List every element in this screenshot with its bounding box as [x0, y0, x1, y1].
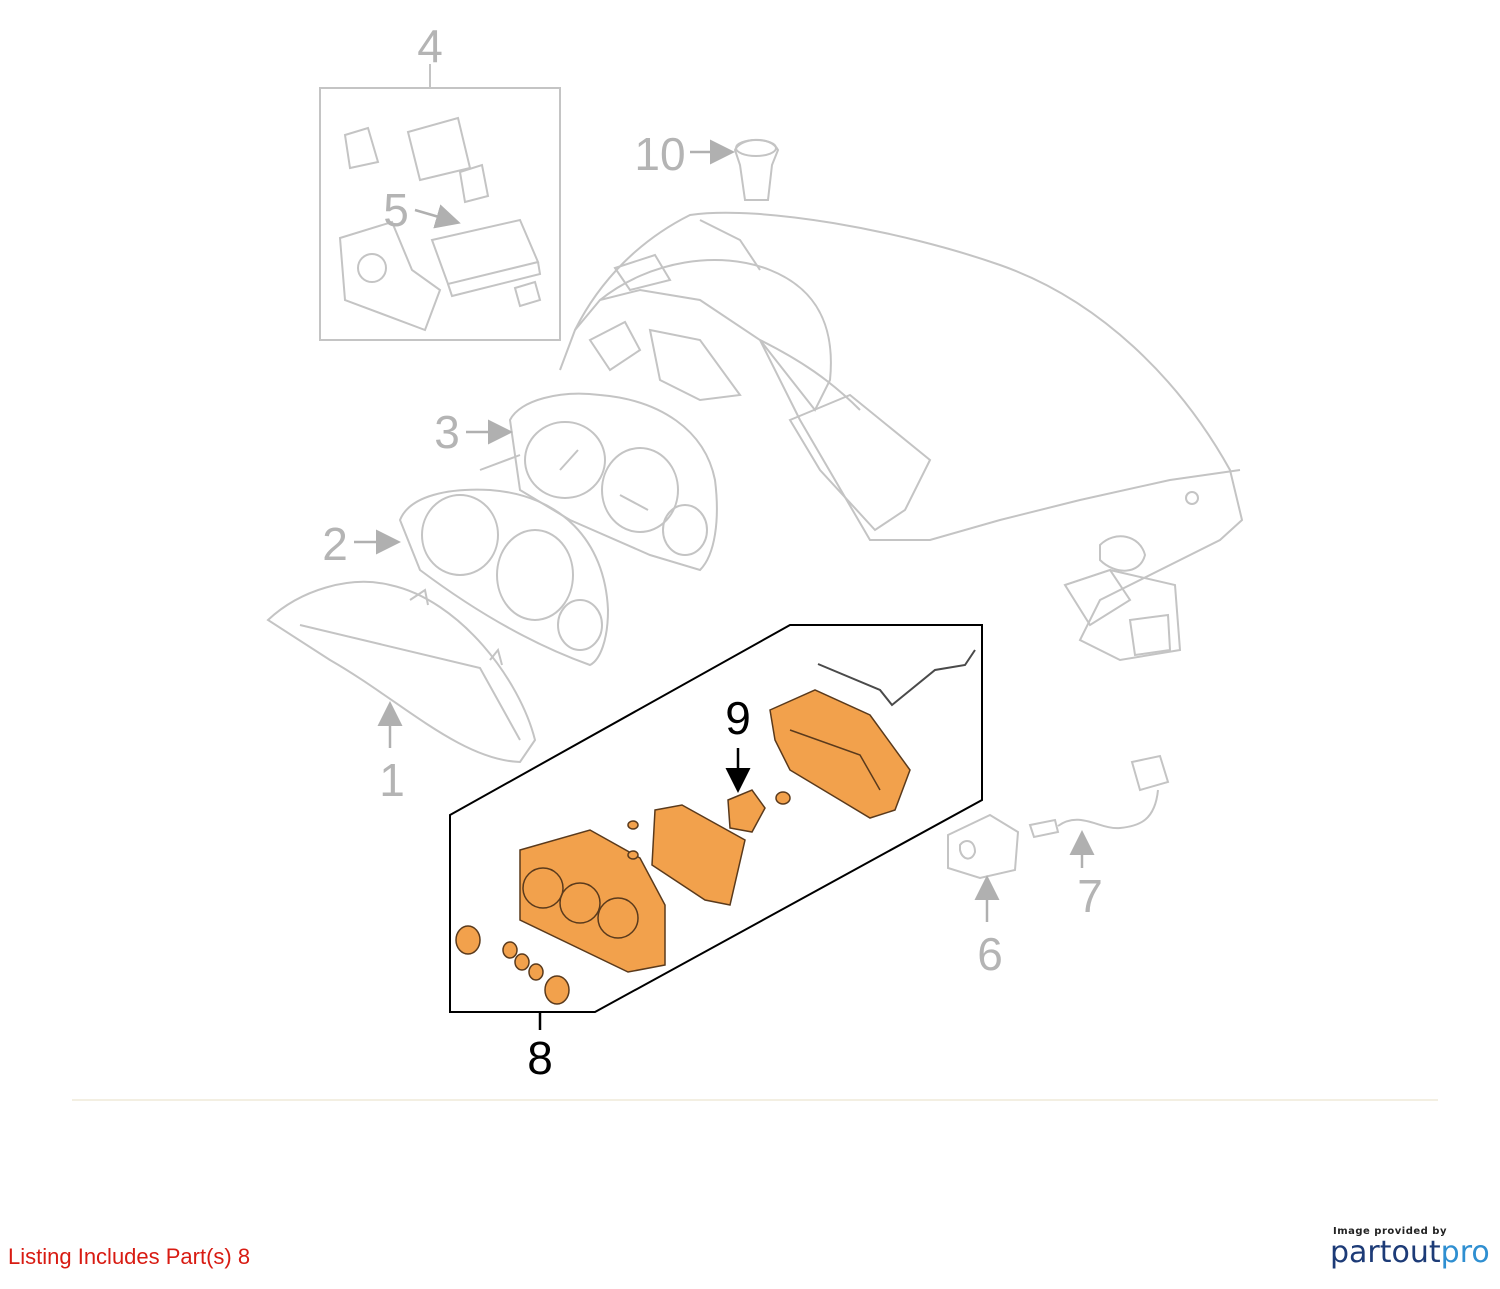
switch-group-box-part-4 [319, 64, 561, 341]
callout-8: 8 [527, 1032, 553, 1084]
cluster-lens-part-1 [266, 581, 537, 764]
cluster-bezel-part-2 [398, 488, 610, 667]
instrument-cluster-part-3 [479, 392, 718, 572]
control-cable [817, 649, 976, 707]
callout-3: 3 [434, 406, 460, 458]
brand-logo: Image provided by partoutpro [1330, 1226, 1490, 1270]
climate-control-unit-part-8 [455, 689, 911, 1005]
control-panel-dials [522, 867, 639, 939]
callout-4: 4 [417, 20, 443, 72]
callout-2: 2 [322, 518, 348, 570]
listing-caption: Listing Includes Part(s) 8 [8, 1244, 251, 1269]
leader-arrows [354, 139, 1095, 922]
callout-9: 9 [725, 692, 751, 744]
dashboard-outline [559, 211, 1244, 662]
climate-control-group-box [449, 624, 983, 1013]
callout-10: 10 [634, 128, 685, 180]
callout-5: 5 [383, 184, 409, 236]
brand-name-part-1: partout [1330, 1235, 1441, 1270]
brand-name-part-2: pro [1440, 1235, 1490, 1270]
actuator-part-9 [727, 789, 766, 833]
callout-1: 1 [379, 754, 405, 806]
switch-and-harness-parts-6-7 [947, 754, 1170, 880]
knob-part-10 [733, 138, 780, 201]
brand-provided-by: Image provided by [1333, 1226, 1447, 1237]
leader-arrows-dark [538, 748, 751, 1030]
brand-name: partoutpro [1330, 1235, 1490, 1270]
callout-7: 7 [1077, 870, 1103, 922]
callout-6: 6 [977, 928, 1003, 980]
parts-diagram: 4 10 5 3 2 1 9 6 7 8 [72, 20, 1438, 1101]
